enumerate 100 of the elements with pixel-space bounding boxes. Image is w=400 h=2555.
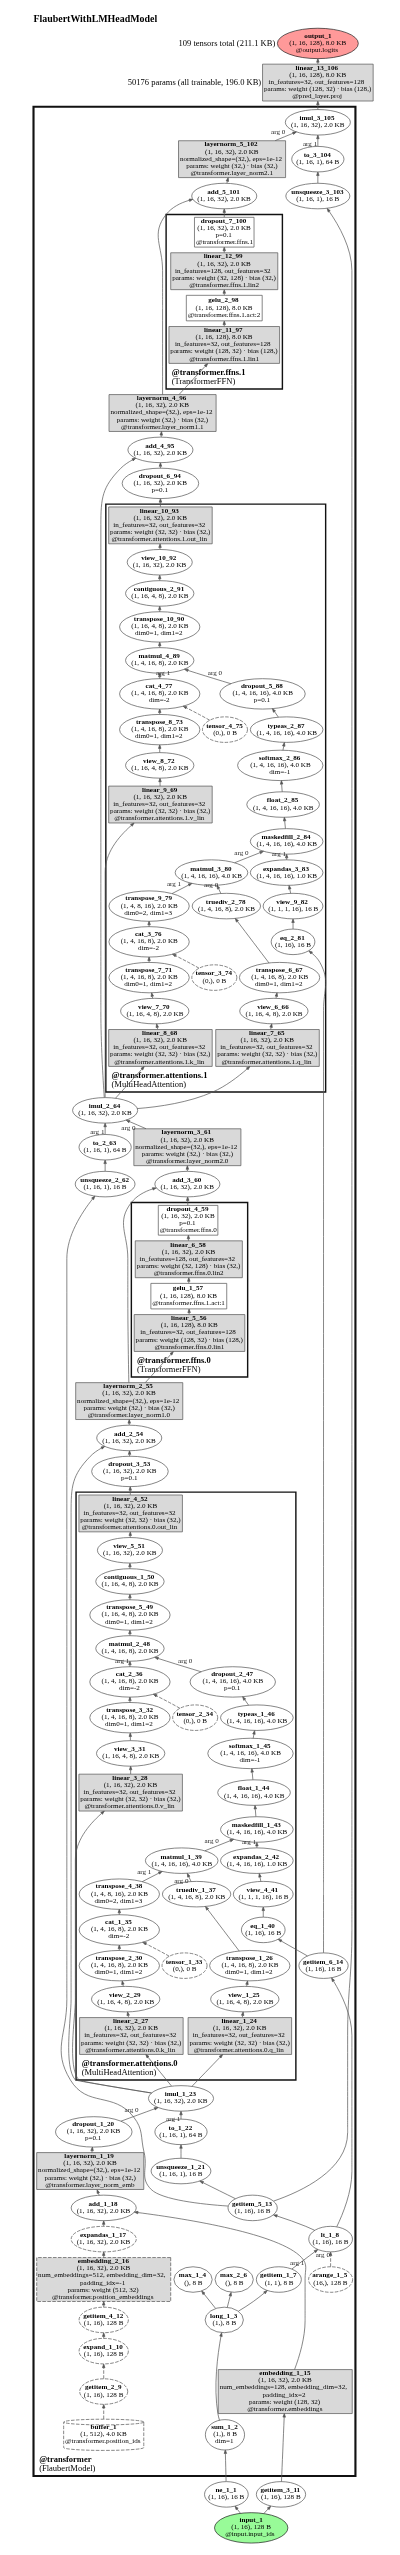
arrow	[225, 177, 229, 184]
arrow	[251, 1730, 256, 1739]
arrow	[315, 134, 319, 147]
arrow	[144, 2054, 172, 2087]
arrow	[120, 2107, 158, 2122]
arrow	[269, 1023, 273, 1030]
arrow	[171, 883, 192, 894]
arrow	[182, 705, 210, 721]
arrow	[67, 1446, 152, 2094]
arrow	[101, 2251, 105, 2258]
arrow	[240, 2011, 244, 2018]
arrow	[117, 1944, 121, 1951]
arrow	[127, 1593, 132, 1601]
arrow	[157, 641, 161, 648]
arrow	[271, 708, 279, 718]
diagram-title: FlaubertWithLMHeadModel	[33, 13, 157, 25]
arrow	[100, 457, 136, 1098]
arrow	[147, 920, 151, 928]
arrow	[103, 1122, 107, 1135]
arrow	[291, 2249, 318, 2270]
arrow	[272, 208, 352, 2202]
arrow	[157, 543, 162, 550]
arrow	[198, 2180, 236, 2200]
arrow	[204, 1839, 234, 1852]
arrow	[233, 850, 264, 864]
arrow	[127, 1696, 132, 1703]
arrow	[290, 918, 295, 930]
arrow	[127, 1419, 131, 1426]
arrow	[128, 1765, 132, 1775]
arrow	[257, 1873, 262, 1882]
label: 50176 params (all trainable, 196.0 KB)	[127, 76, 261, 87]
arrow	[234, 918, 269, 964]
arrow	[315, 171, 319, 184]
arrow	[185, 1165, 189, 1172]
arrow	[204, 1906, 240, 1952]
arrow	[101, 2363, 105, 2380]
arrow	[253, 1805, 257, 1817]
arrow	[152, 1693, 180, 1709]
arrow	[244, 1980, 249, 1987]
arrow	[128, 1486, 132, 1496]
arrow	[101, 2404, 105, 2420]
arrow	[328, 2251, 332, 2268]
arrow	[178, 363, 208, 395]
arrow	[141, 1871, 162, 1883]
arrow	[125, 1119, 146, 1130]
arrow	[157, 574, 161, 581]
arrow	[157, 605, 161, 613]
arrow	[191, 2054, 223, 2087]
label: 109 tensors total (211.1 KB)	[178, 37, 275, 48]
arrow	[122, 1187, 156, 1383]
arrow	[200, 2290, 216, 2309]
arrow	[215, 2332, 223, 2421]
arrow	[186, 1873, 191, 1882]
arrow	[315, 58, 319, 65]
arrow	[222, 289, 226, 296]
arrow	[171, 953, 199, 969]
arrow	[128, 1732, 132, 1741]
arrow	[183, 668, 231, 685]
arrow	[280, 2413, 286, 2482]
arrow	[226, 2292, 232, 2308]
arrow	[155, 1023, 159, 1030]
arrow	[158, 462, 162, 469]
arrow	[71, 1810, 152, 2094]
arrow	[178, 2144, 183, 2159]
arrow	[223, 2449, 227, 2482]
arrow	[216, 885, 221, 894]
arrow	[178, 2110, 183, 2120]
arrow	[141, 1941, 170, 1957]
arrow	[262, 2505, 271, 2514]
arrow	[277, 1938, 308, 1957]
arrow	[127, 1629, 132, 1636]
arrow	[157, 777, 162, 787]
arrow	[272, 2214, 315, 2231]
arrow	[241, 1696, 249, 1706]
arrow	[237, 2290, 268, 2312]
arrow	[104, 822, 134, 1098]
arrow	[159, 431, 163, 438]
arrow	[315, 100, 319, 110]
arrow	[120, 1980, 124, 1987]
arrow	[153, 1656, 202, 1673]
arrow	[101, 2301, 105, 2308]
arrow	[114, 1066, 145, 1099]
arrow	[330, 1977, 352, 2228]
arrow	[126, 2011, 130, 2018]
arrow	[187, 1308, 191, 1315]
arrow	[90, 2146, 94, 2153]
arrow	[96, 2189, 100, 2196]
arrow	[274, 992, 278, 999]
arrow	[157, 198, 193, 395]
arrow	[234, 2505, 241, 2514]
arrow	[157, 708, 161, 715]
arrow	[127, 1562, 132, 1570]
arrow	[282, 817, 286, 829]
arrow	[186, 1277, 190, 1284]
arrow	[279, 780, 283, 793]
arrow	[117, 1908, 121, 1916]
arrow	[281, 742, 285, 751]
arrow	[158, 498, 162, 508]
arrow	[157, 744, 161, 753]
arrow	[127, 1660, 132, 1668]
